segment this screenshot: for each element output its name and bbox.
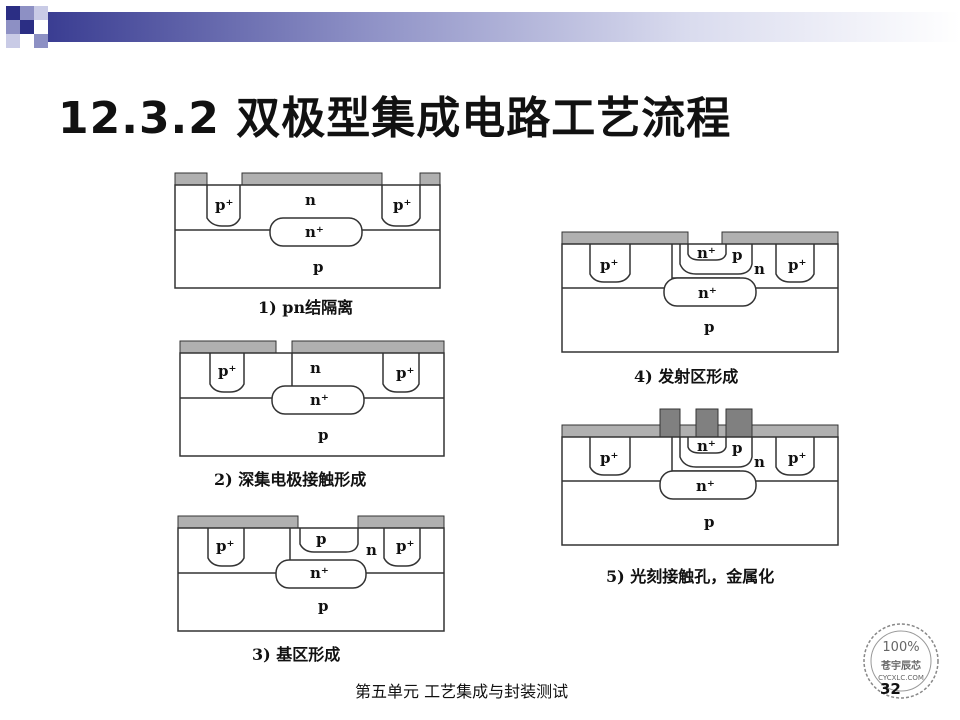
n-plus-label: n⁺: [305, 223, 324, 241]
p-plus-isolation: [382, 353, 420, 393]
watermark-seal: 100% 苍宇辰芯 CYCXLC.COM: [863, 623, 939, 699]
metal-contact: [695, 408, 719, 438]
substrate: [561, 436, 839, 546]
oxide-layer: [177, 515, 299, 529]
p-base-region: [679, 244, 753, 275]
p-plus-isolation: [589, 244, 631, 283]
p-substrate-label: p: [318, 597, 329, 615]
p-base-label: p: [316, 530, 327, 548]
step-caption: 1) pn结隔离: [258, 298, 353, 317]
n-plus-emitter: [687, 437, 727, 454]
p-substrate-label: p: [313, 258, 324, 276]
p-plus-isolation: [589, 437, 631, 476]
metal-contact: [659, 408, 681, 438]
n-plus-emitter-label: n⁺: [697, 437, 716, 455]
p-plus-label: p⁺: [788, 256, 806, 274]
p-plus-label: p⁺: [396, 537, 414, 555]
n-plus-buried-layer: [663, 277, 757, 307]
corner-square: [6, 6, 20, 20]
header-gradient-bar: [48, 12, 960, 42]
panel-step-3: p⁺ p⁺ p n n⁺ p 3) 基区形成: [177, 515, 445, 664]
oxide-layer: [419, 172, 441, 186]
n-plus-emitter-label: n⁺: [697, 244, 716, 262]
p-plus-isolation: [207, 528, 245, 567]
p-plus-label: p⁺: [396, 364, 414, 382]
n-plus-buried-layer: [659, 470, 757, 500]
p-plus-isolation: [209, 353, 245, 393]
corner-square: [34, 6, 48, 20]
page-number: 32: [880, 680, 901, 698]
n-plus-label: n⁺: [310, 391, 329, 409]
p-plus-isolation: [775, 437, 815, 476]
watermark-site: CYCXLC.COM: [878, 674, 924, 682]
p-plus-label: p⁺: [600, 256, 618, 274]
watermark-percent: 100%: [882, 640, 919, 655]
p-plus-label: p⁺: [216, 537, 234, 555]
oxide-layer: [291, 340, 445, 354]
step-caption: 5) 光刻接触孔，金属化: [606, 567, 774, 586]
p-plus-label: p⁺: [393, 196, 411, 214]
corner-square: [20, 20, 34, 34]
n-plus-emitter: [687, 244, 727, 261]
p-plus-label: p⁺: [215, 196, 233, 214]
p-plus-label: p⁺: [218, 362, 236, 380]
n-label: n: [366, 541, 377, 559]
step-caption: 2) 深集电极接触形成: [214, 470, 366, 489]
corner-square: [6, 34, 20, 48]
metal-contact: [725, 408, 753, 438]
p-base-region: [679, 437, 753, 468]
n-plus-buried-layer: [271, 385, 365, 415]
p-base-label: p: [732, 246, 743, 264]
p-substrate-label: p: [318, 426, 329, 444]
corner-square: [34, 34, 48, 48]
p-substrate-label: p: [704, 513, 715, 531]
p-substrate-label: p: [704, 318, 715, 336]
n-label: n: [754, 453, 765, 471]
n-label: n: [754, 260, 765, 278]
n-plus-buried-layer: [269, 217, 363, 247]
panel-step-4: p⁺ p⁺ n⁺ p n n⁺ p 4) 发射区形成: [561, 231, 839, 386]
corner-square: [6, 20, 20, 34]
n-label: n: [310, 359, 321, 377]
p-plus-isolation: [206, 185, 241, 227]
n-plus-buried-layer: [275, 559, 367, 589]
panel-step-1: p⁺ p⁺ n n⁺ p 1) pn结隔离: [174, 172, 441, 317]
slide-footer: 第五单元 工艺集成与封装测试: [355, 682, 569, 701]
p-plus-label: p⁺: [788, 449, 806, 467]
p-base-label: p: [732, 439, 743, 457]
step-caption: 3) 基区形成: [252, 645, 340, 664]
oxide-layer: [179, 340, 277, 354]
p-plus-isolation: [381, 185, 421, 227]
oxide-layer: [241, 172, 383, 186]
n-plus-label: n⁺: [696, 477, 715, 495]
oxide-layer: [721, 231, 839, 245]
n-plus-label: n⁺: [310, 564, 329, 582]
oxide-layer: [357, 515, 445, 529]
step-caption: 4) 发射区形成: [634, 367, 738, 386]
p-plus-isolation: [383, 528, 421, 567]
n-label: n: [305, 191, 316, 209]
p-plus-isolation: [775, 244, 815, 283]
panel-step-5: p⁺ p⁺ n⁺ p n n⁺ p 5) 光刻接触孔，金属化: [561, 408, 839, 586]
oxide-layer: [561, 231, 689, 245]
p-plus-label: p⁺: [600, 449, 618, 467]
p-base-region: [299, 528, 359, 553]
slide-title: 12.3.2 双极型集成电路工艺流程: [58, 93, 732, 144]
panel-step-2: p⁺ p⁺ n n⁺ p 2) 深集电极接触形成: [179, 340, 445, 489]
watermark-name: 苍宇辰芯: [880, 659, 921, 672]
corner-square: [20, 6, 34, 20]
oxide-layer: [174, 172, 208, 186]
n-plus-label: n⁺: [698, 284, 717, 302]
